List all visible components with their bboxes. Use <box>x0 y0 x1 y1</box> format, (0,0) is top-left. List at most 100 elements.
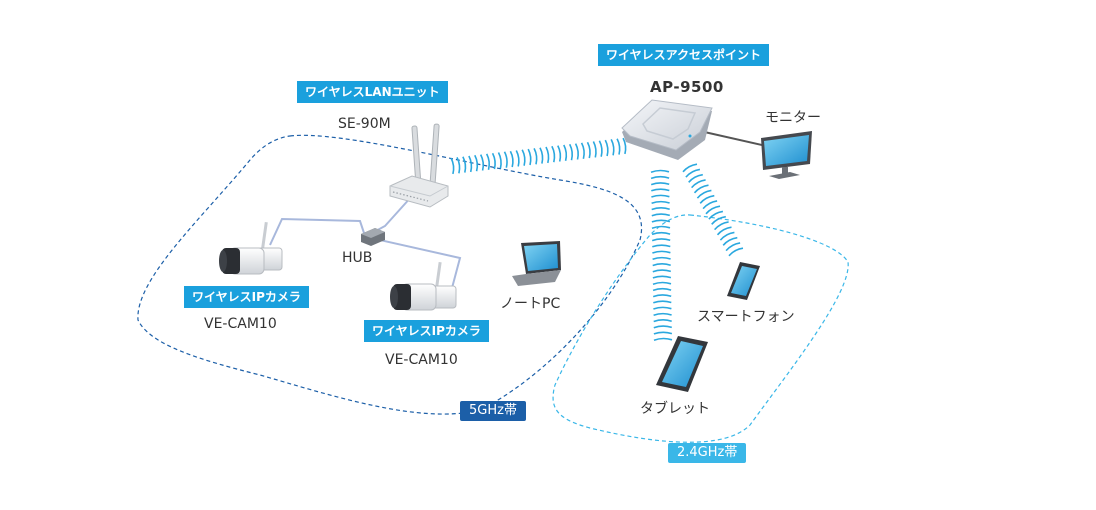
signal-arc <box>568 143 574 161</box>
signal-arc <box>479 154 485 171</box>
signal-arc <box>592 141 597 158</box>
signal-arc <box>705 205 721 215</box>
signal-arc <box>653 325 673 329</box>
signal-arc <box>474 154 479 172</box>
camera-1-model: VE-CAM10 <box>204 316 277 332</box>
signal-arc <box>651 219 671 223</box>
signal-arc <box>650 169 670 173</box>
signal-arc <box>652 256 671 261</box>
signal-arc <box>450 157 455 175</box>
access-point-icon[interactable] <box>621 99 713 160</box>
camera-1-icon[interactable] <box>219 221 283 275</box>
band-5ghz-label: 5GHz帯 <box>460 401 526 421</box>
signal-arc <box>708 210 724 220</box>
signal-arc <box>491 152 496 170</box>
signal-arc <box>521 149 526 166</box>
signal-arc <box>527 148 532 166</box>
signal-arc <box>651 200 670 205</box>
signal-arc <box>713 221 729 231</box>
signal-arc <box>533 148 538 165</box>
signal-arc <box>456 157 461 174</box>
signal-arc <box>652 287 672 292</box>
signal-arc <box>557 145 562 162</box>
signal-arc <box>509 150 514 168</box>
signal-arc <box>650 182 670 186</box>
signal-arc <box>651 207 670 211</box>
signal-arc <box>699 194 715 204</box>
hub-icon[interactable] <box>361 228 385 246</box>
camera-2-tag: ワイヤレスIPカメラ <box>364 320 489 342</box>
signal-arc <box>574 143 579 160</box>
smartphone-icon[interactable] <box>727 262 760 300</box>
signal-arc <box>650 175 670 180</box>
signal-arc <box>688 173 703 183</box>
lan-unit-model: SE-90M <box>338 116 391 132</box>
signal-arc <box>725 242 741 252</box>
cable-hub-camera-1 <box>269 217 366 246</box>
signal-arc <box>690 179 706 189</box>
signal-arc <box>503 151 508 168</box>
signal-arc <box>651 213 671 217</box>
access-point-tag: ワイヤレスアクセスポイント <box>598 44 770 66</box>
cable-lan-hub <box>371 195 413 234</box>
hub-label: HUB <box>342 250 373 266</box>
cable-hub-camera-2 <box>379 239 462 289</box>
signal-arc <box>652 294 672 298</box>
signal-arc <box>682 163 698 173</box>
signal-arc <box>651 231 671 236</box>
camera-2-model: VE-CAM10 <box>385 352 458 368</box>
signal-arc <box>711 215 726 225</box>
signal-arc <box>598 140 603 157</box>
signal-arc <box>652 250 671 254</box>
signal-arc <box>652 275 672 279</box>
signal-arc <box>539 147 544 164</box>
monitor-icon[interactable] <box>761 131 812 179</box>
signal-arc <box>653 319 672 323</box>
signal-arc <box>580 142 585 159</box>
signal-arc <box>716 226 732 236</box>
signal-ap-to-tablet <box>650 169 673 341</box>
region-5ghz <box>137 134 643 415</box>
signal-arc <box>685 168 701 178</box>
signal-arc <box>728 247 744 257</box>
signal-arc <box>696 189 712 199</box>
signal-arc <box>653 312 672 317</box>
signal-arc <box>545 146 550 164</box>
notebook-pc-icon[interactable] <box>512 241 561 286</box>
lan-unit-icon[interactable] <box>389 123 449 208</box>
signal-arc <box>622 137 627 155</box>
signal-arc <box>702 200 718 210</box>
signal-arc <box>652 281 672 285</box>
tablet-icon[interactable] <box>656 336 708 392</box>
notebook-pc-label: ノートPC <box>500 296 561 312</box>
signal-arc <box>653 306 672 310</box>
signal-arc <box>693 184 709 194</box>
camera-1-tag: ワイヤレスIPカメラ <box>184 286 309 308</box>
signal-ap-to-lan <box>450 137 627 175</box>
signal-arc <box>653 300 672 304</box>
signal-arc <box>563 144 568 161</box>
band-24ghz-label: 2.4GHz帯 <box>668 443 747 463</box>
signal-arc <box>653 337 673 341</box>
signal-arc <box>651 238 671 242</box>
monitor-label: モニター <box>765 110 821 126</box>
lan-unit-tag: ワイヤレスLANユニット <box>297 81 448 103</box>
tablet-label: タブレット <box>640 401 710 417</box>
signal-arc <box>586 141 591 159</box>
signal-arc <box>551 145 556 163</box>
signal-arc <box>722 236 738 246</box>
signal-arc <box>468 155 473 173</box>
signal-arc <box>604 139 609 157</box>
signal-arc <box>651 188 670 192</box>
signal-arc <box>485 153 491 170</box>
signal-arc <box>653 331 673 335</box>
signal-ap-to-smartphone <box>682 163 744 257</box>
region-24ghz <box>552 214 849 443</box>
signal-arc <box>651 225 671 229</box>
signal-arc <box>610 139 615 156</box>
signal-arc <box>652 269 672 273</box>
camera-2-icon[interactable] <box>390 261 457 311</box>
signal-arc <box>515 150 520 167</box>
signal-arc <box>651 194 670 198</box>
